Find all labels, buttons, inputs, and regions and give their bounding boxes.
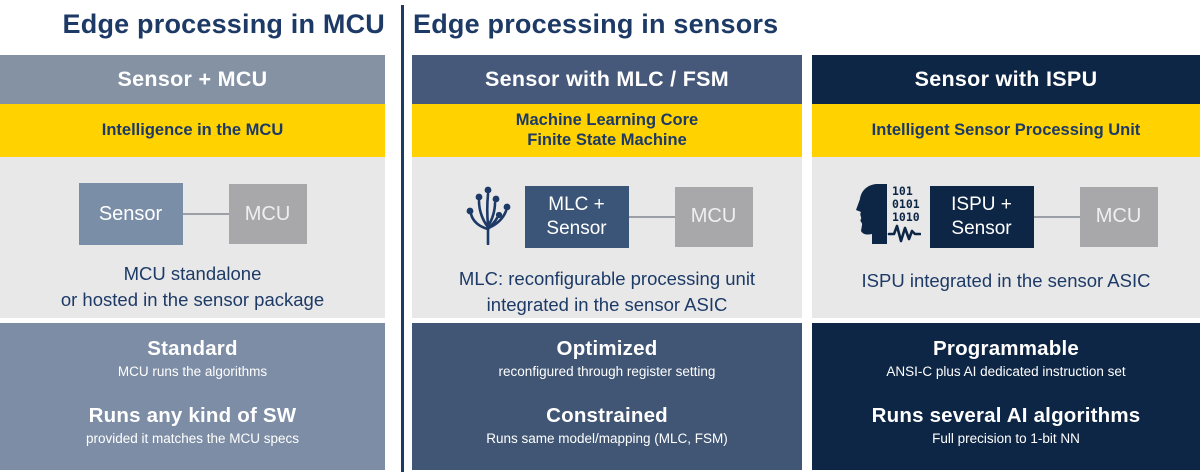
features-panel: Standard MCU runs the algorithms Runs an… [0, 323, 385, 470]
decision-tree-icon [462, 183, 516, 250]
column-header: Sensor + MCU [0, 55, 385, 104]
column-sensor-mlc-fsm: Sensor with MLC / FSM Machine Learning C… [412, 55, 802, 470]
architecture-description: MCU standalone or hosted in the sensor p… [0, 261, 385, 314]
title-edge-processing-sensors: Edge processing in sensors [413, 9, 779, 39]
feature-subtitle: Full precision to 1-bit NN [932, 431, 1080, 446]
mcu-box: MCU [228, 184, 307, 244]
description-line: MCU standalone [123, 263, 262, 284]
architecture-diagram: Sensor MCU [0, 157, 385, 245]
feature-item: Programmable ANSI-C plus AI dedicated in… [812, 337, 1200, 379]
mcu-box-label: MCU [244, 202, 291, 225]
subheader-line: Machine Learning Core [515, 110, 699, 129]
binary-line: 1010 [892, 210, 920, 224]
feature-subtitle: MCU runs the algorithms [117, 364, 268, 379]
binary-line: 0101 [892, 197, 920, 211]
feature-subtitle: reconfigured through register setting [498, 364, 716, 379]
column-header: Sensor with MLC / FSM [412, 55, 802, 104]
sensor-box-label: Sensor [98, 202, 163, 225]
waveform-glyph [887, 224, 921, 243]
column-subheader: Intelligence in the MCU [0, 104, 385, 157]
ispu-box-label: ISPU + [951, 194, 1012, 216]
mcu-box: MCU [1079, 186, 1158, 247]
description-line: MLC: reconfigurable processing unit [458, 268, 756, 289]
description-line: ISPU integrated in the sensor ASIC [861, 270, 1151, 291]
sensor-box: Sensor [78, 183, 183, 245]
features-panel: Programmable ANSI-C plus AI dedicated in… [812, 323, 1200, 470]
bus-connector-line [628, 215, 675, 218]
feature-subtitle: provided it matches the MCU specs [85, 431, 300, 446]
ispu-box-label: Sensor [951, 217, 1012, 239]
feature-item: Optimized reconfigured through register … [412, 337, 802, 379]
column-header: Sensor with ISPU [812, 55, 1200, 104]
description-line: integrated in the sensor ASIC [486, 294, 728, 316]
column-content: 101 0101 1010 ISPU + Sensor MCU [812, 157, 1200, 318]
feature-title: Programmable [933, 337, 1079, 360]
mcu-box: MCU [674, 186, 753, 247]
column-sensor-mcu: Sensor + MCU Intelligence in the MCU Sen… [0, 55, 385, 470]
subheader-line: Intelligence in the MCU [101, 120, 284, 139]
feature-subtitle: Runs same model/mapping (MLC, FSM) [486, 431, 728, 446]
feature-title: Standard [147, 337, 238, 360]
mlc-box-label: MLC + [548, 194, 605, 216]
bus-connector-line [182, 213, 229, 215]
head-binary-icon: 101 0101 1010 [855, 183, 921, 250]
subheader-line: Finite State Machine [527, 130, 687, 149]
description-line: or hosted in the sensor package [60, 289, 325, 311]
mcu-box-label: MCU [690, 205, 737, 228]
ispu-sensor-box: ISPU + Sensor [929, 185, 1034, 248]
column-content: MLC + Sensor MCU MLC: reconfigurable pro… [412, 157, 802, 318]
architecture-diagram: MLC + Sensor MCU [412, 157, 802, 250]
architecture-description: ISPU integrated in the sensor ASIC [812, 268, 1200, 294]
feature-title: Optimized [556, 337, 658, 360]
feature-subtitle: ANSI-C plus AI dedicated instruction set [886, 364, 1126, 379]
feature-item: Standard MCU runs the algorithms [0, 337, 385, 379]
mcu-box-label: MCU [1095, 205, 1142, 228]
feature-title: Runs several AI algorithms [871, 404, 1141, 427]
column-sensor-ispu: Sensor with ISPU Intelligent Sensor Proc… [812, 55, 1200, 470]
architecture-description: MLC: reconfigurable processing unit inte… [412, 266, 802, 319]
title-edge-processing-mcu: Edge processing in MCU [62, 9, 385, 39]
mlc-sensor-box: MLC + Sensor [524, 185, 629, 248]
feature-item: Constrained Runs same model/mapping (MLC… [412, 404, 802, 446]
column-content: Sensor MCU MCU standalone or hosted in t… [0, 157, 385, 318]
bus-connector-line [1033, 215, 1080, 218]
section-divider [401, 5, 404, 472]
feature-item: Runs any kind of SW provided it matches … [0, 404, 385, 446]
column-subheader: Intelligent Sensor Processing Unit [812, 104, 1200, 157]
architecture-diagram: 101 0101 1010 ISPU + Sensor MCU [812, 157, 1200, 250]
mlc-box-label: Sensor [546, 217, 607, 239]
subheader-line: Intelligent Sensor Processing Unit [871, 120, 1141, 139]
features-panel: Optimized reconfigured through register … [412, 323, 802, 470]
feature-item: Runs several AI algorithms Full precisio… [812, 404, 1200, 446]
feature-title: Constrained [546, 404, 668, 427]
column-subheader: Machine Learning Core Finite State Machi… [412, 104, 802, 157]
feature-title: Runs any kind of SW [88, 404, 297, 427]
binary-line: 101 [892, 184, 913, 198]
